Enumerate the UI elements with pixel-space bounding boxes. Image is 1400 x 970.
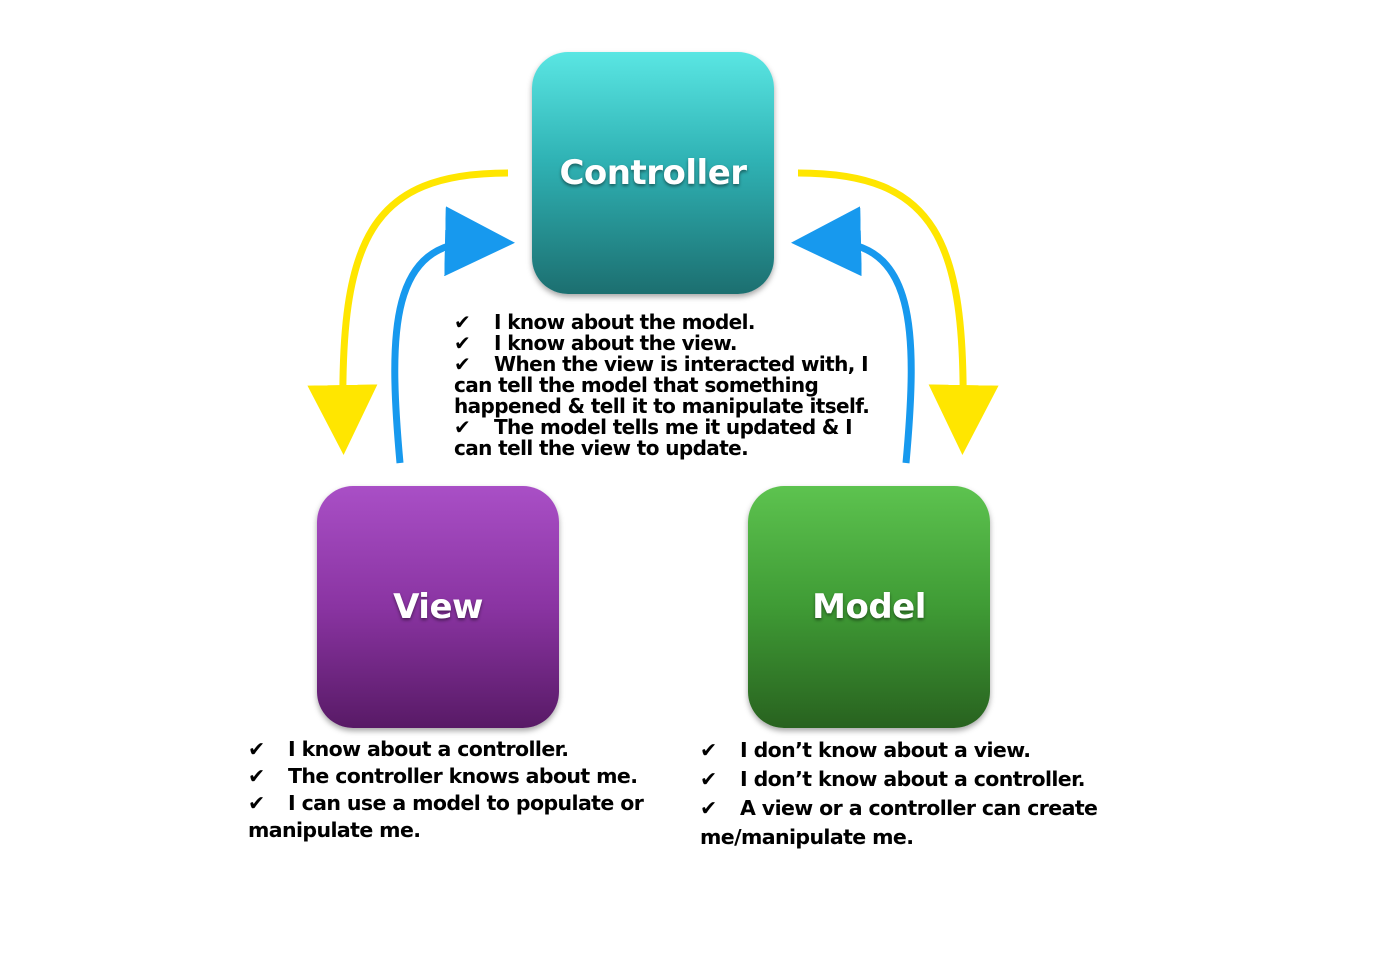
view-note: ✔I can use a model to populate or manipu… xyxy=(248,790,648,844)
controller-notes: ✔ I know about the model. ✔ I know about t… xyxy=(454,312,874,459)
controller-note-text: I know about the view. xyxy=(494,331,737,355)
controller-note-text: The model tells me it updated & I can te… xyxy=(454,415,853,460)
model-note: ✔A view or a controller can create me/ma… xyxy=(700,794,1100,852)
controller-note: ✔ I know about the model. xyxy=(454,312,874,333)
model-note-text: I don’t know about a controller. xyxy=(740,767,1085,791)
model-label: Model xyxy=(812,587,926,627)
checkmark-icon: ✔ xyxy=(248,737,265,761)
edge-view-to-controller-arrow xyxy=(391,206,515,464)
checkmark-icon: ✔ xyxy=(700,738,717,762)
checkmark-icon: ✔ xyxy=(700,796,717,820)
view-label: View xyxy=(393,587,483,627)
controller-label: Controller xyxy=(559,153,747,193)
edge-controller-to-model-arrow xyxy=(797,169,999,455)
controller-note: ✔The model tells me it updated & I can t… xyxy=(454,417,874,459)
view-node: View xyxy=(317,486,559,728)
controller-note: ✔When the view is interacted with, I can… xyxy=(454,354,874,417)
checkmark-icon: ✔ xyxy=(454,352,471,376)
controller-note-text: I know about the model. xyxy=(494,310,755,334)
checkmark-icon: ✔ xyxy=(454,415,471,439)
controller-note: ✔ I know about the view. xyxy=(454,333,874,354)
model-node: Model xyxy=(748,486,990,728)
checkmark-icon: ✔ xyxy=(454,310,471,334)
controller-note-text: When the view is interacted with, I can … xyxy=(454,352,870,418)
checkmark-icon: ✔ xyxy=(700,767,717,791)
view-note-text: I can use a model to populate or manipul… xyxy=(248,791,644,842)
edge-model-to-controller-arrow xyxy=(791,206,915,464)
model-note-text: A view or a controller can create me/man… xyxy=(700,796,1098,849)
checkmark-icon: ✔ xyxy=(454,331,471,355)
view-note: ✔ The controller knows about me. xyxy=(248,763,648,790)
model-note-text: I don’t know about a view. xyxy=(740,738,1031,762)
controller-node: Controller xyxy=(532,52,774,294)
view-note-text: The controller knows about me. xyxy=(288,764,638,788)
view-note-text: I know about a controller. xyxy=(288,737,569,761)
model-note: ✔ I don’t know about a controller. xyxy=(700,765,1100,794)
checkmark-icon: ✔ xyxy=(248,791,265,815)
view-notes: ✔ I know about a controller. ✔ The control… xyxy=(248,736,648,844)
edge-controller-to-view-arrow xyxy=(307,169,509,455)
checkmark-icon: ✔ xyxy=(248,764,265,788)
model-note: ✔ I don’t know about a view. xyxy=(700,736,1100,765)
model-notes: ✔ I don’t know about a view. ✔ I don’t kno… xyxy=(700,736,1100,852)
view-note: ✔ I know about a controller. xyxy=(248,736,648,763)
